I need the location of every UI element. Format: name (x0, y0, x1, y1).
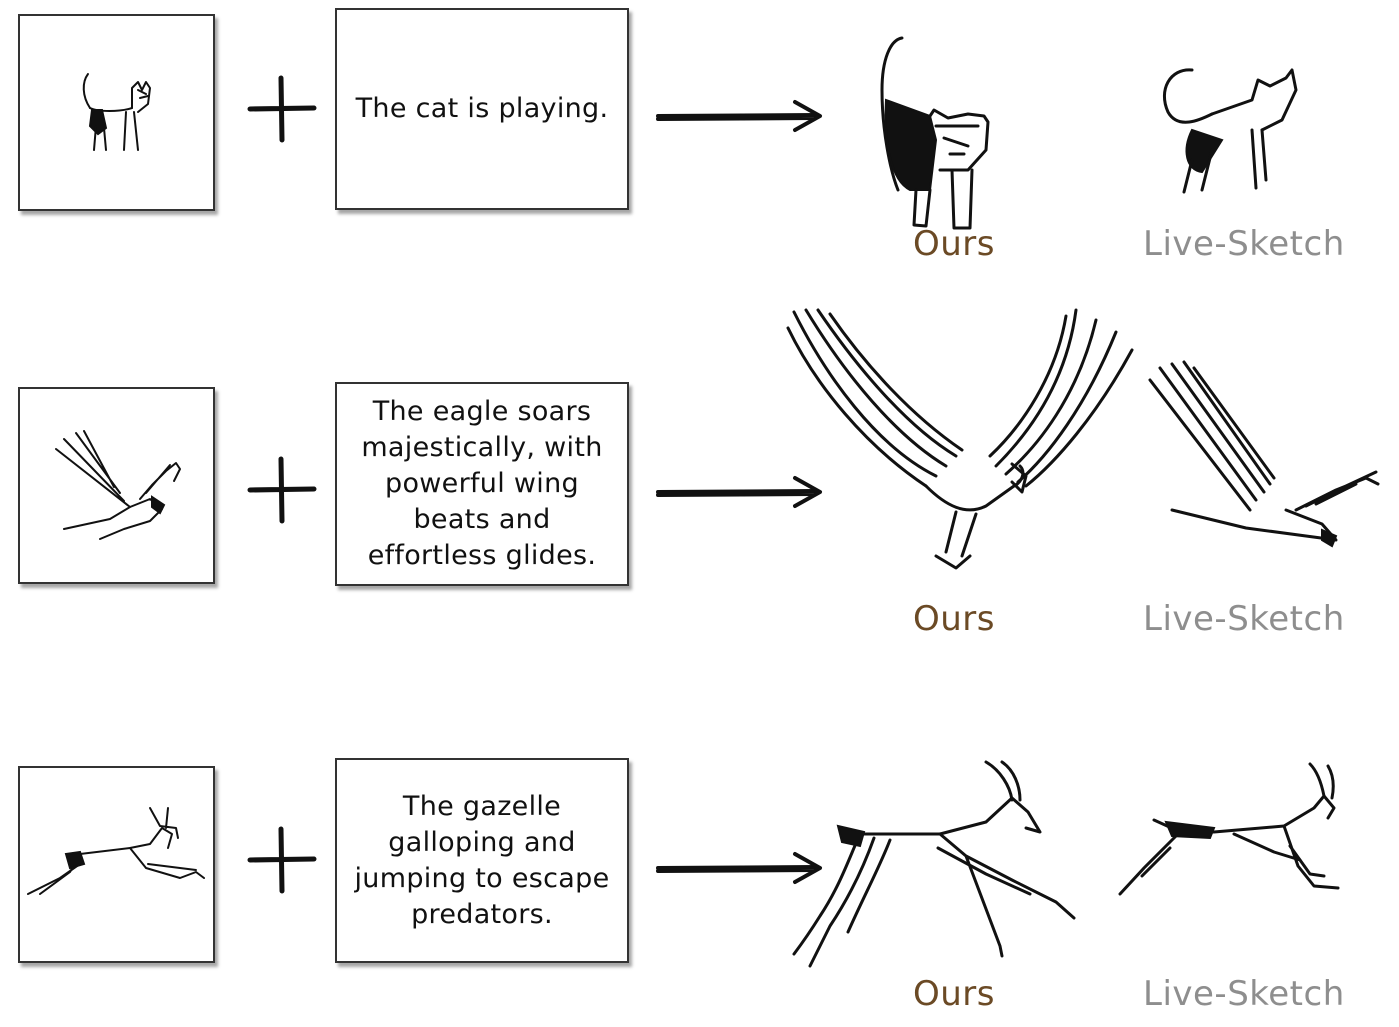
prompt-text: The eagle soars majestically, with power… (361, 396, 603, 571)
plus-icon (247, 75, 317, 143)
ours-label: Ours (913, 224, 996, 264)
arrow-right-icon (656, 476, 822, 508)
prompt-card-eagle: The eagle soars majestically, with power… (335, 382, 629, 586)
gazelle-sketch-icon (27, 807, 205, 895)
prompt-text: The gazelle galloping and jumping to esc… (354, 790, 610, 930)
ours-animation-cat (880, 36, 990, 230)
input-sketch-gazelle (18, 766, 215, 963)
eagle-sketch-icon (55, 430, 181, 540)
plus-icon (247, 456, 317, 524)
arrow-right-icon (656, 100, 822, 132)
plus-icon (247, 826, 317, 894)
ours-animation-gazelle (792, 760, 1076, 968)
baseline-label: Live-Sketch (1143, 224, 1345, 264)
input-sketch-eagle (18, 387, 215, 584)
baseline-label: Live-Sketch (1143, 599, 1345, 639)
baseline-animation-cat (1162, 68, 1298, 194)
ours-label: Ours (913, 599, 996, 639)
baseline-animation-eagle (1148, 360, 1380, 548)
input-sketch-cat (18, 14, 215, 211)
prompt-card-gazelle: The gazelle galloping and jumping to esc… (335, 758, 629, 963)
ours-label: Ours (913, 974, 996, 1014)
prompt-text: The cat is playing. (355, 93, 609, 124)
cat-sketch-icon (82, 73, 151, 151)
baseline-label: Live-Sketch (1143, 974, 1345, 1014)
baseline-animation-gazelle (1118, 762, 1340, 896)
prompt-card-cat: The cat is playing. (335, 8, 629, 210)
arrow-right-icon (656, 852, 822, 884)
ours-animation-eagle (786, 308, 1134, 570)
